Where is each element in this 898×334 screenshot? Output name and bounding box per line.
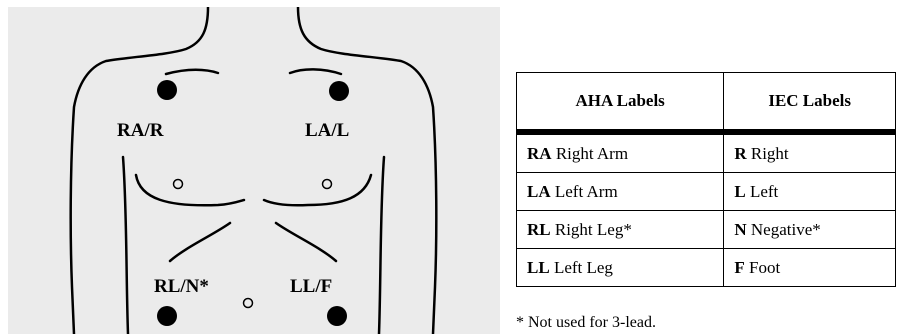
electrode-rl xyxy=(157,306,177,326)
electrode-ra xyxy=(157,80,177,100)
clavicle-right xyxy=(290,69,341,74)
inner-arm-line-left xyxy=(123,157,128,334)
aha-text: Left Arm xyxy=(555,182,618,201)
iec-cell: R Right xyxy=(724,132,896,173)
header-iec-labels: IEC Labels xyxy=(724,73,896,133)
aha-text: Left Leg xyxy=(554,258,613,277)
ribcage-line-right xyxy=(276,223,336,261)
table-row: LA Left Arm L Left xyxy=(517,173,896,211)
iec-text: Left xyxy=(750,182,778,201)
table-header-row: AHA Labels IEC Labels xyxy=(517,73,896,133)
aha-abbr: LL xyxy=(527,258,550,277)
clavicle-left xyxy=(166,70,218,74)
navel-marker xyxy=(244,299,253,308)
pectoral-curve-right xyxy=(264,175,371,205)
electrode-la xyxy=(329,81,349,101)
aha-abbr: RL xyxy=(527,220,551,239)
torso-figure-panel: RA/R LA/L RL/N* LL/F xyxy=(8,7,500,334)
nipple-marker-left xyxy=(174,180,183,189)
inner-arm-line-right xyxy=(379,157,384,334)
aha-cell: LA Left Arm xyxy=(517,173,724,211)
aha-cell: RA Right Arm xyxy=(517,132,724,173)
table-row: RL Right Leg* N Negative* xyxy=(517,211,896,249)
table-row: LL Left Leg F Foot xyxy=(517,249,896,287)
header-aha-labels: AHA Labels xyxy=(517,73,724,133)
lead-label-table: AHA Labels IEC Labels RA Right Arm R Rig… xyxy=(516,72,896,287)
label-la: LA/L xyxy=(305,120,349,141)
pectoral-curve-left xyxy=(136,175,244,205)
label-rl: RL/N* xyxy=(154,276,209,297)
ribcage-line-left xyxy=(170,223,230,261)
aha-abbr: RA xyxy=(527,144,552,163)
iec-text: Foot xyxy=(749,258,780,277)
iec-abbr: F xyxy=(734,258,744,277)
footnote: * Not used for 3-lead. xyxy=(516,314,656,332)
iec-cell: F Foot xyxy=(724,249,896,287)
iec-cell: L Left xyxy=(724,173,896,211)
aha-text: Right Leg* xyxy=(555,220,632,239)
iec-text: Negative* xyxy=(751,220,821,239)
iec-cell: N Negative* xyxy=(724,211,896,249)
torso-diagram: RA/R LA/L RL/N* LL/F xyxy=(8,7,500,334)
aha-text: Right Arm xyxy=(556,144,628,163)
iec-text: Right xyxy=(751,144,789,163)
iec-abbr: L xyxy=(734,182,745,201)
iec-abbr: R xyxy=(734,144,746,163)
aha-cell: LL Left Leg xyxy=(517,249,724,287)
table-row: RA Right Arm R Right xyxy=(517,132,896,173)
label-ra: RA/R xyxy=(117,120,164,141)
aha-cell: RL Right Leg* xyxy=(517,211,724,249)
label-ll: LL/F xyxy=(290,276,332,297)
electrode-ll xyxy=(327,306,347,326)
iec-abbr: N xyxy=(734,220,746,239)
aha-abbr: LA xyxy=(527,182,551,201)
nipple-marker-right xyxy=(323,180,332,189)
